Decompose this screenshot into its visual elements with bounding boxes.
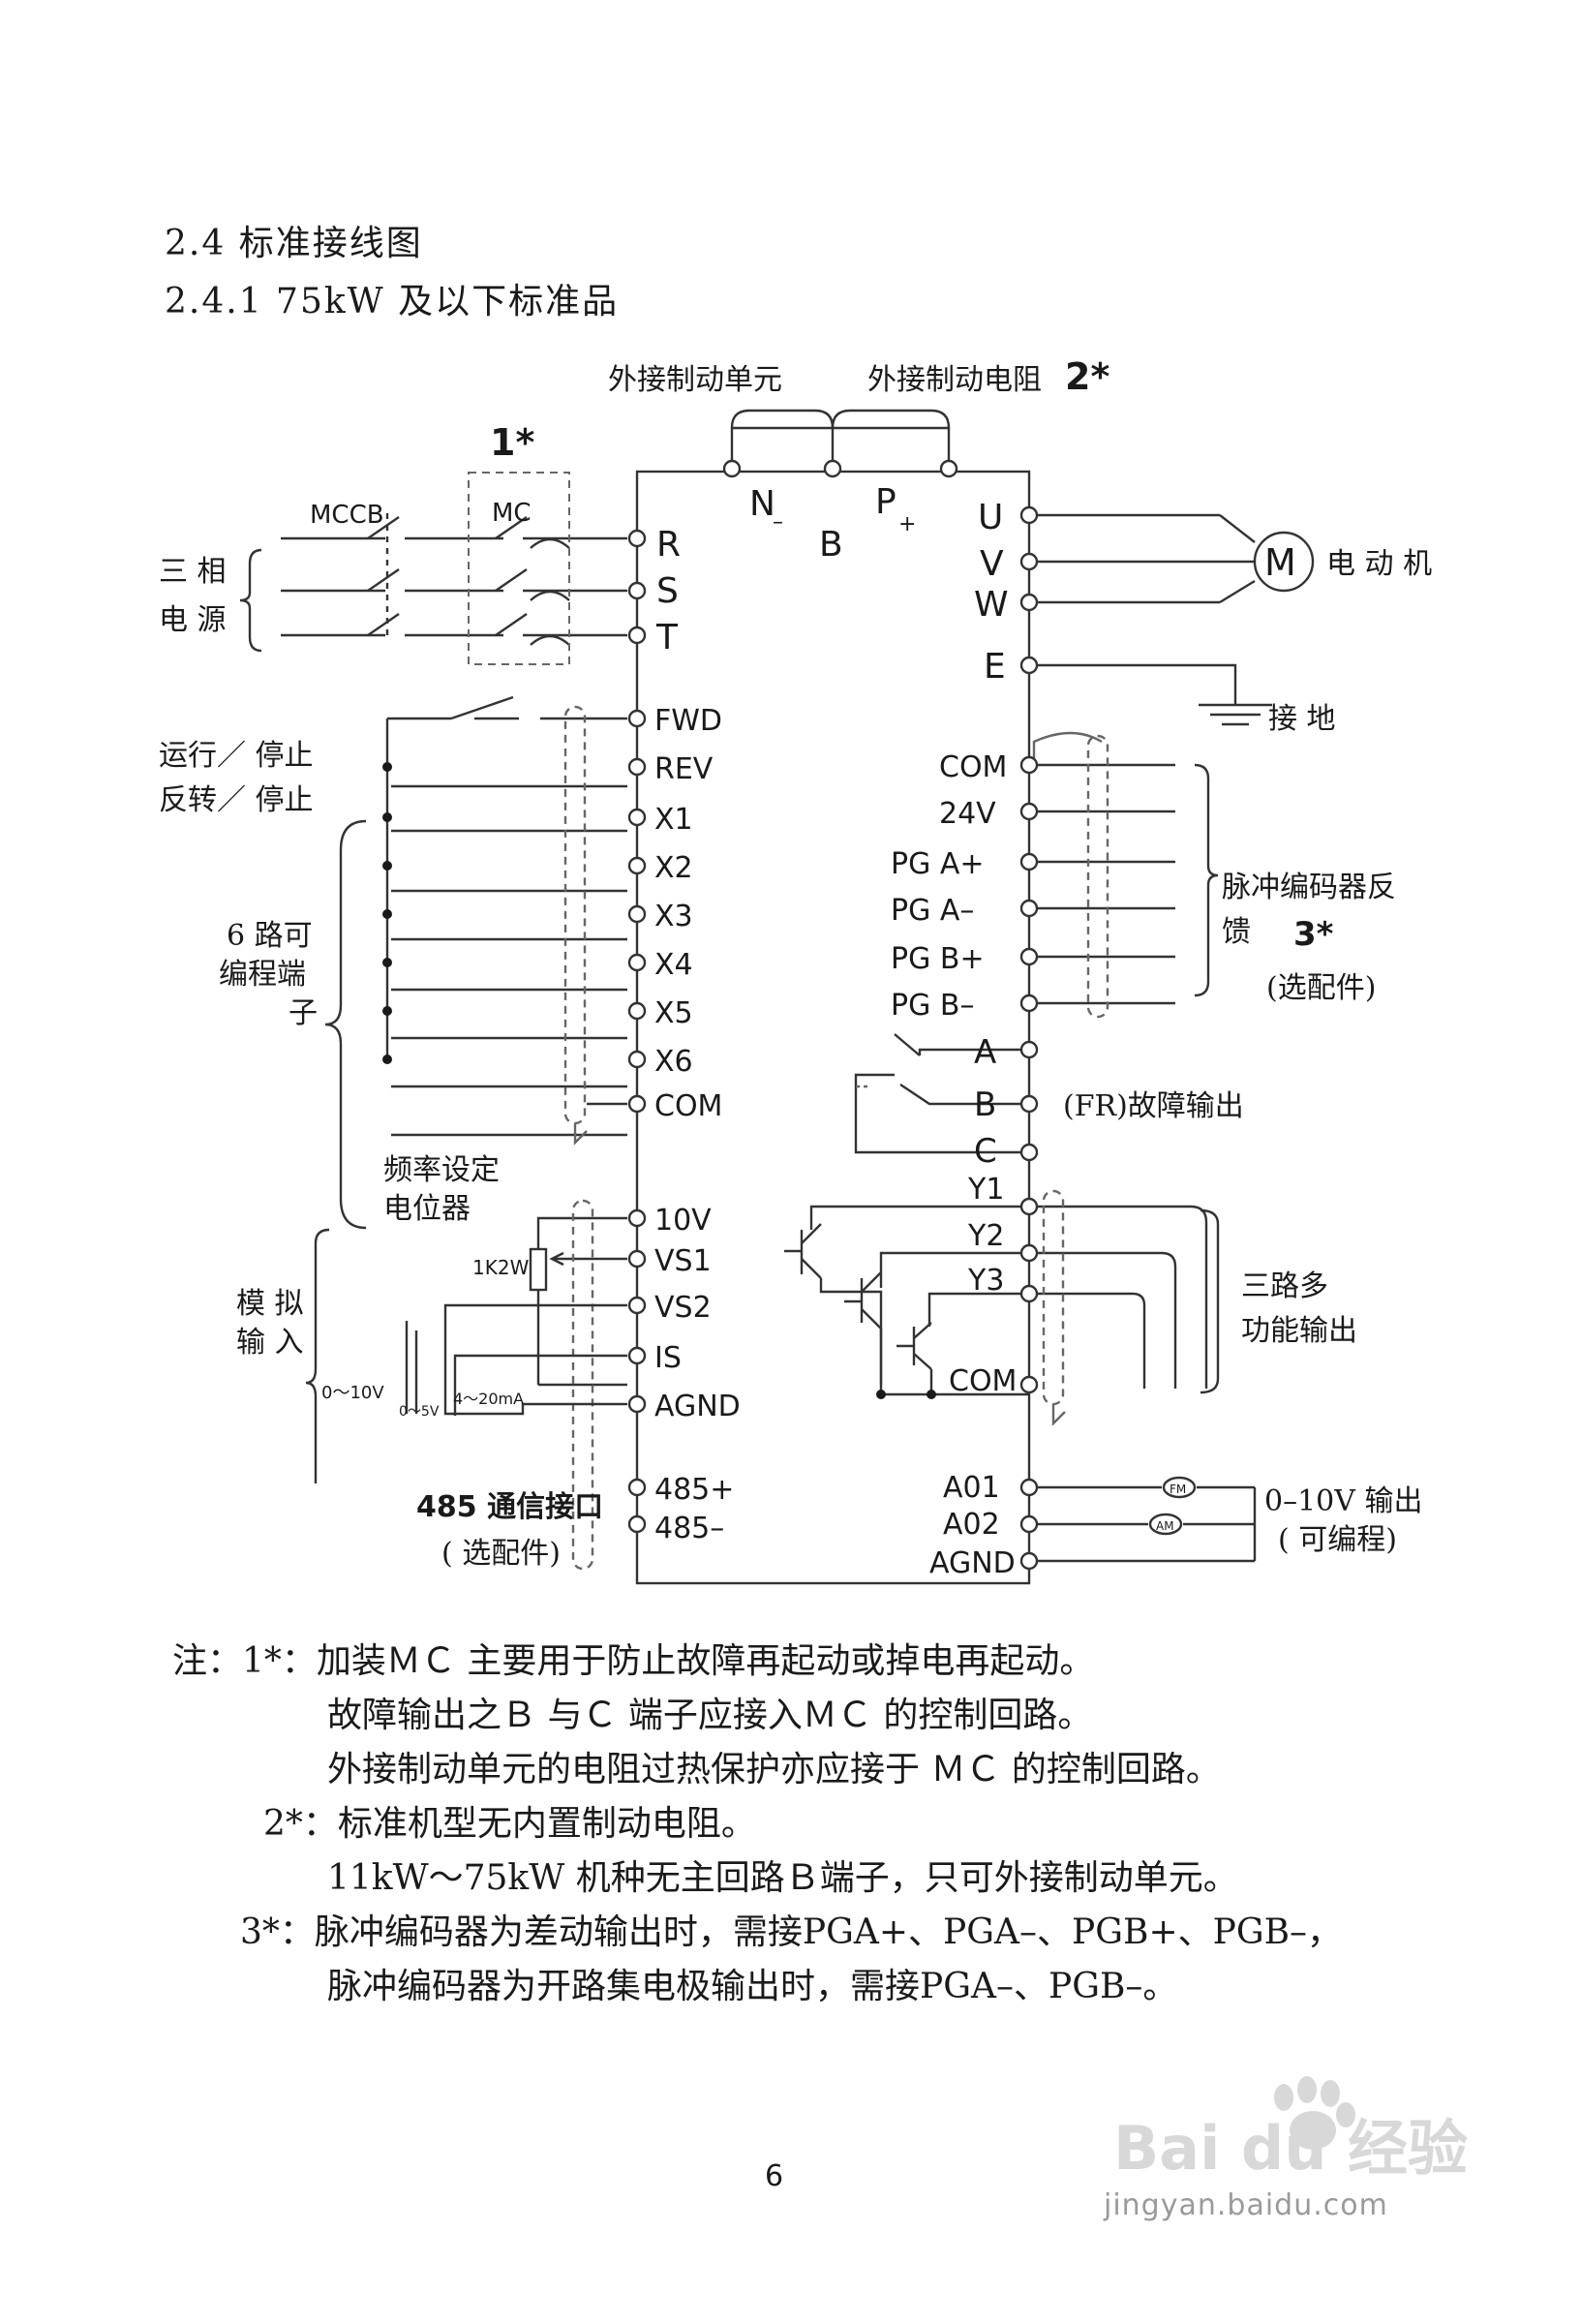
terminal-agnd-left: AGND	[654, 1390, 741, 1423]
terminal-pga-plus: PG A+	[891, 847, 985, 881]
terminal-relay-b: B	[974, 1086, 996, 1124]
terminal-b: B	[819, 525, 843, 565]
terminal-x4: X4	[654, 948, 693, 982]
prog-label-3: 子	[289, 996, 318, 1030]
terminal-w: W	[974, 585, 1009, 625]
terminal-relay-c: C	[974, 1132, 997, 1171]
terminal-y1: Y1	[967, 1173, 1004, 1207]
terminal-p: P	[875, 482, 896, 522]
terminal-485-minus: 485–	[654, 1512, 724, 1545]
brake-resistor-label: 外接制动电阻	[867, 363, 1042, 397]
terminal-rev: REV	[654, 752, 714, 786]
transistor-outputs	[784, 1205, 1208, 1396]
baidu-watermark-logo: Bai du 经验	[1113, 2076, 1468, 2179]
relay-label: (FR)故障输出	[1063, 1089, 1244, 1123]
range-10v-label: 0～10V	[321, 1383, 384, 1403]
comm-optional-label: ( 选配件)	[441, 1537, 561, 1571]
terminal-x1: X1	[654, 803, 693, 837]
watermark-brand: Bai du 经验	[1113, 2113, 1468, 2179]
terminal-n-sub: –	[773, 510, 783, 535]
note-line-2: 故障输出之Ｂ 与Ｃ 端子应接入ＭＣ 的控制回路。	[327, 1696, 1093, 1735]
note-line-6: 3*：脉冲编码器为差动输出时，需接PGA+、PGA–、PGB+、PGB–，	[240, 1912, 1343, 1952]
pot-label-2: 电位器	[383, 1192, 471, 1226]
fm-meter-label: FM	[1170, 1483, 1186, 1496]
terminal-v: V	[980, 544, 1004, 584]
terminal-pga-minus: PG A–	[891, 894, 974, 928]
ground-label: 接 地	[1268, 702, 1336, 736]
outputs-label-2: 功能输出	[1241, 1314, 1357, 1348]
terminal-com-left: COM	[654, 1089, 722, 1123]
section-heading: 2.4 标准接线图	[165, 224, 423, 263]
terminal-x6: X6	[654, 1045, 693, 1079]
note1-marker: 1*	[490, 421, 534, 464]
terminal-e: E	[984, 647, 1006, 687]
encoder-optional-label: (选配件)	[1266, 971, 1376, 1005]
motor-symbol: M	[1264, 541, 1296, 584]
terminal-s: S	[656, 571, 679, 611]
note-line-4: 2*：标准机型无内置制动电阻。	[263, 1804, 756, 1844]
range-ma-label: 4～20mA	[453, 1390, 524, 1408]
terminal-relay-a: A	[974, 1033, 996, 1072]
terminal-a02: A02	[943, 1508, 1000, 1542]
comm-label: 485 通信接口	[416, 1490, 603, 1524]
terminal-agnd-right: AGND	[929, 1546, 1016, 1580]
analog-in-label-1: 模 拟	[236, 1287, 304, 1321]
note3-marker: 3*	[1293, 915, 1334, 954]
watermark-url: jingyan.baidu.com	[1104, 2188, 1388, 2222]
mccb-label: MCCB	[310, 501, 384, 530]
terminal-x5: X5	[654, 996, 693, 1030]
terminal-a01: A01	[943, 1471, 1000, 1505]
encoder-label-2: 馈	[1222, 915, 1251, 949]
terminal-pgb-minus: PG B–	[891, 989, 974, 1023]
analog-out-label-1: 0–10V 输出	[1264, 1484, 1422, 1518]
terminal-p-sub: +	[898, 512, 916, 536]
terminal-x3: X3	[654, 900, 693, 933]
terminal-com-encoder: COM	[939, 750, 1007, 784]
terminal-vs1: VS1	[654, 1244, 712, 1278]
digital-input-wiring	[385, 695, 627, 1137]
note-line-5: 11kW～75kW 机种无主回路Ｂ端子，只可外接制动单元。	[327, 1858, 1238, 1898]
terminal-t: T	[655, 618, 679, 657]
note-line-3: 外接制动单元的电阻过热保护亦应接于 ＭＣ 的控制回路。	[327, 1750, 1221, 1789]
power-label-1: 三 相	[159, 555, 227, 589]
mc-label: MC	[492, 499, 532, 528]
resistor-label: 1K2W	[472, 1256, 530, 1279]
am-meter-label: AM	[1156, 1519, 1174, 1533]
note2-marker: 2*	[1065, 355, 1109, 398]
motor-label: 电 动 机	[1326, 547, 1432, 581]
terminal-x2: X2	[654, 851, 693, 885]
terminal-fwd: FWD	[654, 704, 722, 738]
terminal-is: IS	[654, 1341, 682, 1375]
terminal-n: N	[749, 484, 775, 524]
analog-out-label-2: ( 可编程)	[1278, 1523, 1397, 1557]
note-line-7: 脉冲编码器为开路集电极输出时，需接PGA–、PGB–。	[327, 1967, 1178, 2006]
terminal-y2: Y2	[967, 1219, 1004, 1253]
pot-label-1: 频率设定	[383, 1153, 500, 1187]
terminal-485-plus: 485+	[654, 1473, 734, 1507]
power-label-2: 电 源	[159, 603, 227, 637]
terminal-vs2: VS2	[654, 1291, 712, 1325]
run-stop-label: 运行／ 停止	[159, 739, 314, 773]
terminal-10v: 10V	[654, 1204, 712, 1238]
terminal-r: R	[656, 525, 681, 565]
analog-in-label-2: 输 入	[236, 1326, 304, 1360]
terminal-y3: Y3	[967, 1264, 1004, 1298]
section-subheading: 2.4.1 75kW 及以下标准品	[165, 282, 620, 321]
range-5v-label: 0～5V	[399, 1404, 440, 1420]
mc-dashed-box	[468, 472, 570, 665]
page-number: 6	[765, 2159, 784, 2193]
encoder-label-1: 脉冲编码器反	[1222, 871, 1396, 904]
prog-label-1: 6 路可	[227, 919, 313, 953]
note-line-1: 注：1*：加装ＭＣ 主要用于防止故障再起动或掉电再起动。	[172, 1641, 1095, 1681]
terminal-u: U	[978, 498, 1003, 537]
prog-label-2: 编程端	[219, 958, 306, 992]
terminal-com-outputs: COM	[949, 1364, 1017, 1398]
rev-stop-label: 反转／ 停止	[159, 783, 314, 817]
outputs-label-1: 三路多	[1241, 1269, 1328, 1303]
brake-unit-label: 外接制动单元	[608, 363, 782, 397]
terminal-pgb-plus: PG B+	[891, 942, 985, 976]
terminal-24v: 24V	[939, 797, 996, 831]
